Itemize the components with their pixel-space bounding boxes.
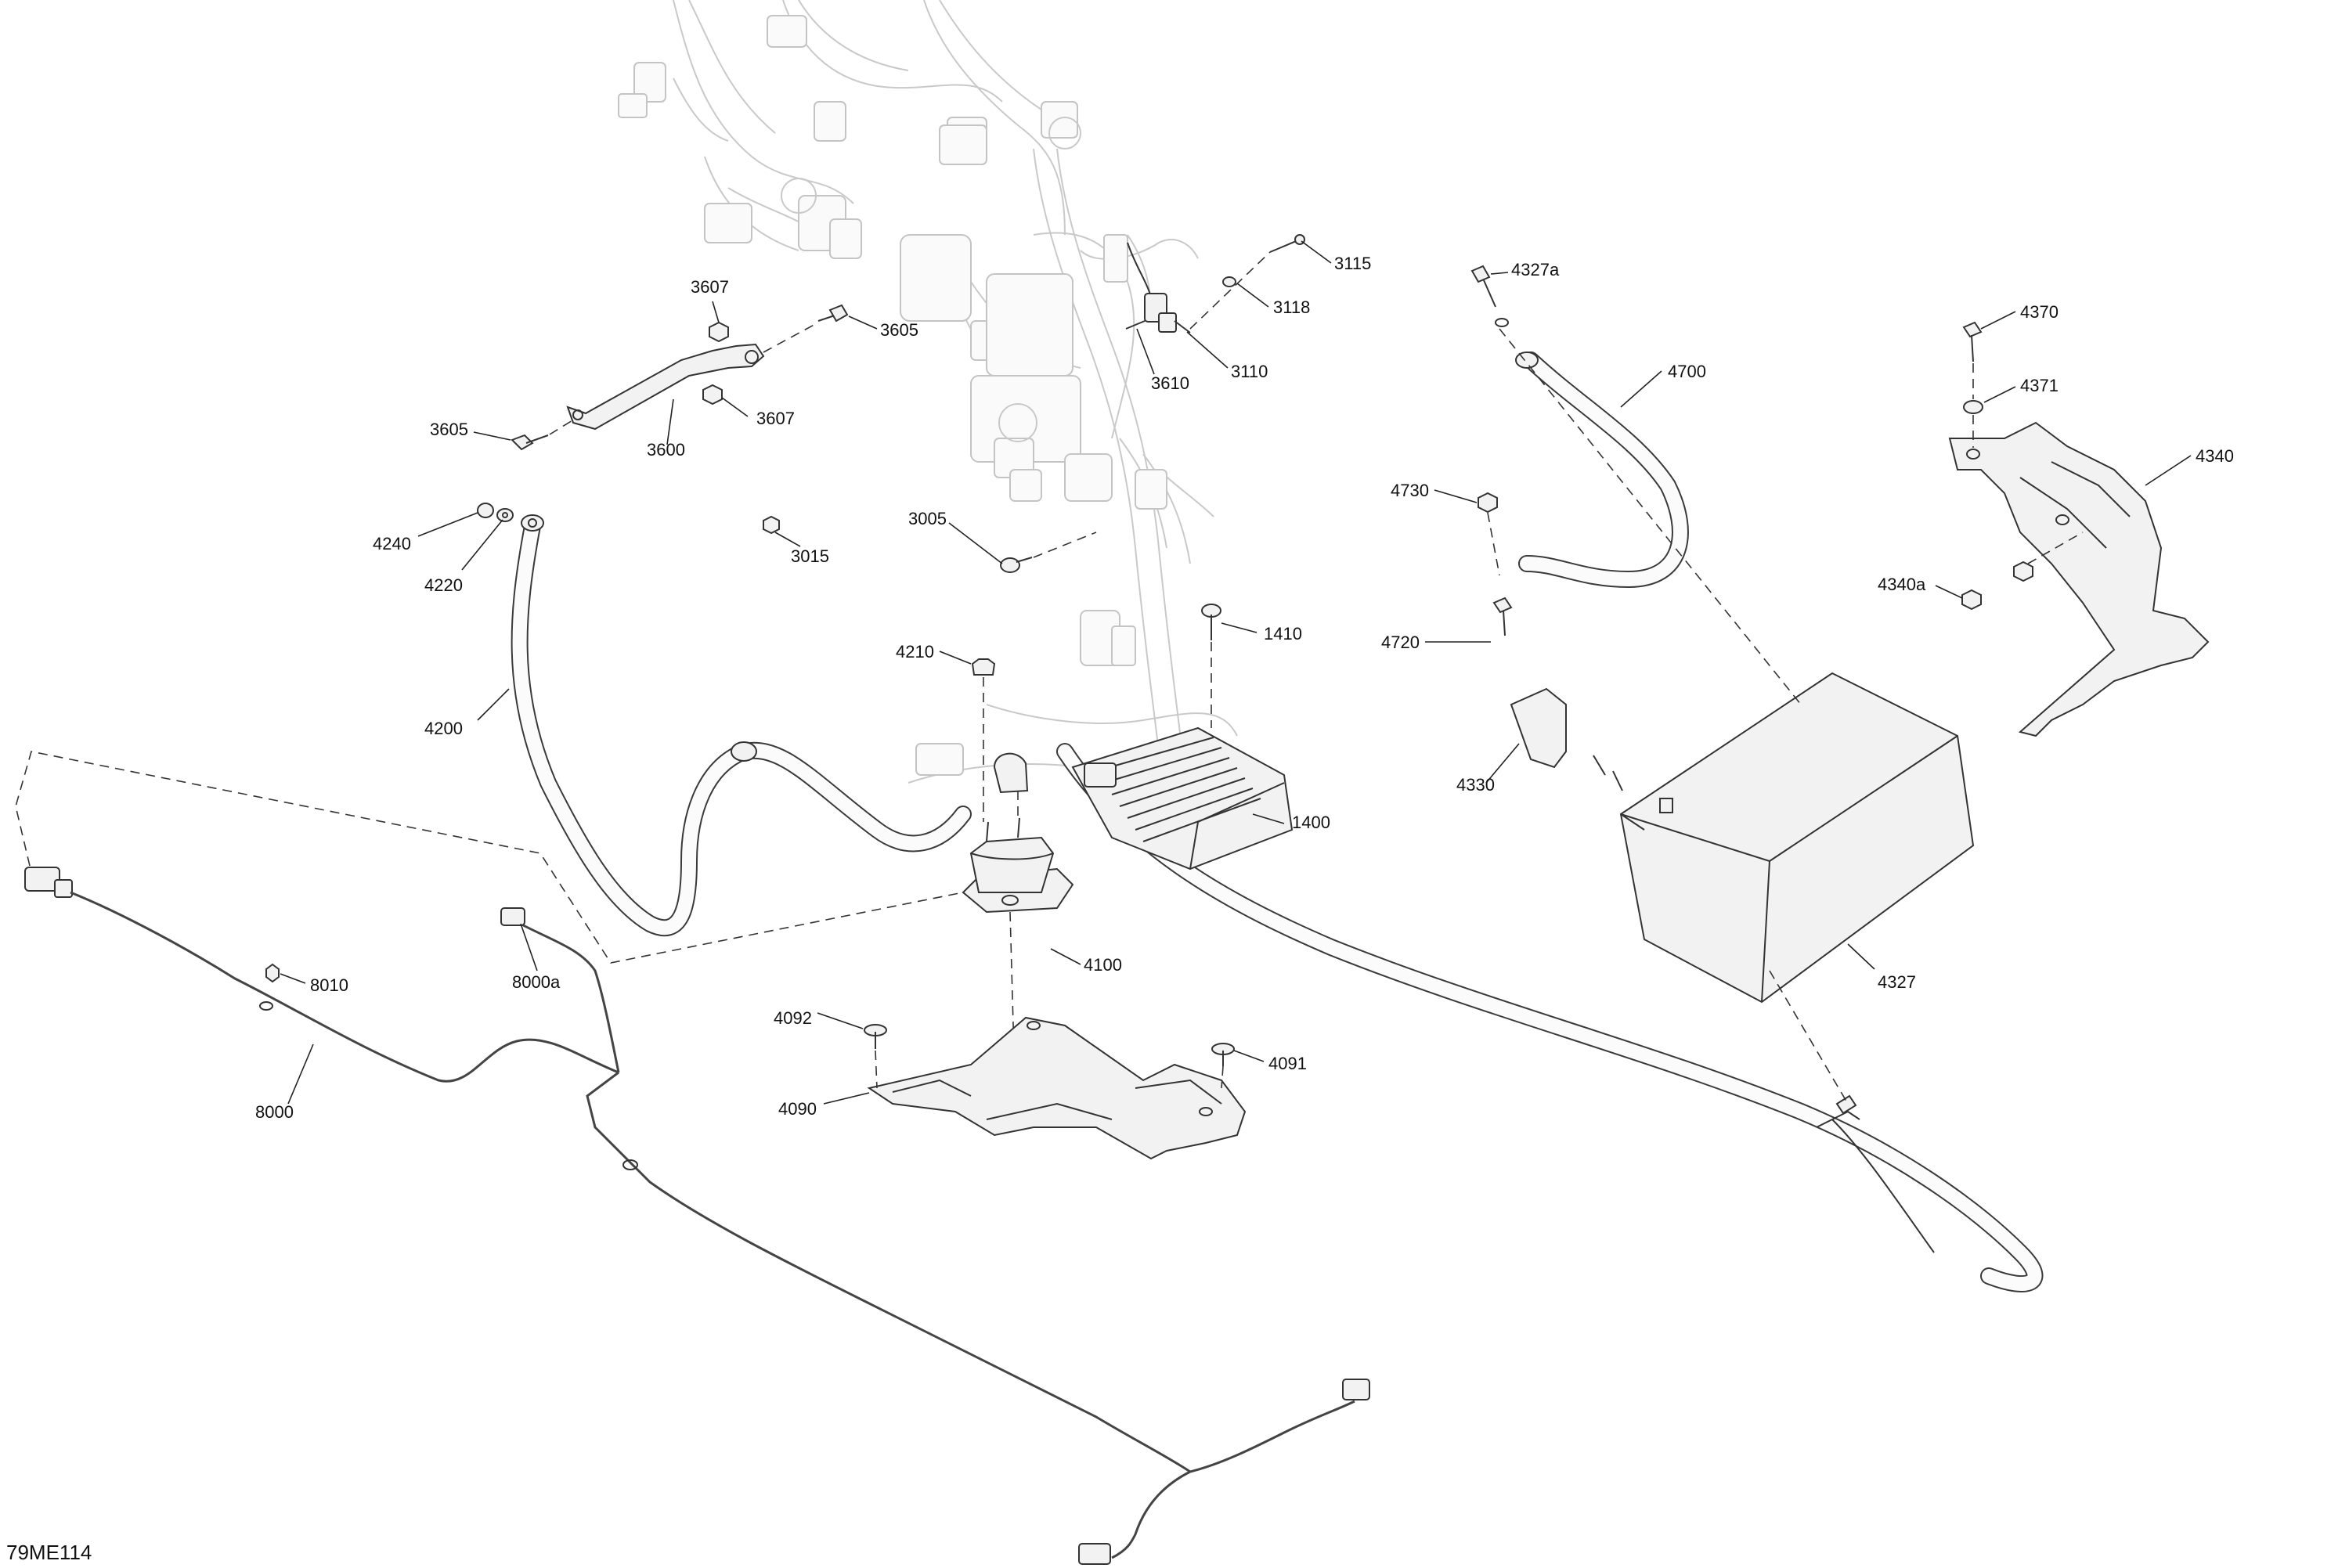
part-4090-tray xyxy=(867,1016,1247,1160)
part-3605-bolt-upper xyxy=(817,304,849,323)
callout-3605-lower: 3605 xyxy=(430,420,468,439)
background-wiring-harness xyxy=(618,0,1238,784)
assembly-line-4091 xyxy=(1221,1065,1224,1089)
callout-3610: 3610 xyxy=(1151,373,1189,393)
part-4340-bracket xyxy=(1948,421,2210,737)
assembly-line-4327 xyxy=(1769,970,1849,1105)
part-3607-nut-upper xyxy=(709,321,729,343)
callout-3015: 3015 xyxy=(791,546,829,566)
part-1410-screw xyxy=(1201,604,1221,640)
part-4327-battery xyxy=(1619,672,1975,1004)
callout-3005: 3005 xyxy=(908,509,947,528)
assembly-line-8000 xyxy=(15,751,964,964)
callout-3118: 3118 xyxy=(1273,297,1310,317)
callout-4330: 4330 xyxy=(1456,775,1495,795)
part-3600-bracket xyxy=(566,343,765,431)
assembly-line-3005 xyxy=(1033,532,1097,558)
callout-4200: 4200 xyxy=(424,719,463,738)
part-4091-fastener xyxy=(1211,1043,1235,1066)
part-4210-cap xyxy=(971,658,996,676)
part-4370-screw xyxy=(1962,321,1983,362)
part-3118-washer xyxy=(1222,276,1236,287)
part-8010-clip xyxy=(265,963,280,983)
callout-8000a: 8000a xyxy=(512,972,561,992)
callout-4700: 4700 xyxy=(1668,362,1706,381)
leader-lines xyxy=(280,240,2192,1105)
main-wiring-harness xyxy=(1056,743,2044,1292)
callout-4340: 4340 xyxy=(2196,446,2234,466)
assembly-line-4092 xyxy=(875,1050,878,1089)
callout-8000: 8000 xyxy=(255,1102,294,1122)
part-3610-screw xyxy=(1125,320,1146,330)
part-4340a-nut-left xyxy=(1961,589,1982,611)
part-4330-terminal-cover xyxy=(1510,687,1567,769)
callout-4327a: 4327a xyxy=(1511,260,1560,279)
callout-3115: 3115 xyxy=(1334,254,1371,273)
callout-3605-upper: 3605 xyxy=(880,320,918,340)
part-3015-nut xyxy=(763,515,780,535)
part-3110-sensor xyxy=(1127,242,1191,333)
callout-3600: 3600 xyxy=(647,440,685,460)
part-3005-clip xyxy=(1000,557,1033,573)
callout-4327: 4327 xyxy=(1878,972,1916,992)
callout-1400: 1400 xyxy=(1292,813,1330,832)
battery-screws xyxy=(1593,755,1623,791)
callout-4092: 4092 xyxy=(774,1008,812,1028)
callout-3607-lower: 3607 xyxy=(756,409,795,428)
part-4240-nut xyxy=(477,503,494,518)
callout-4730: 4730 xyxy=(1391,481,1429,500)
callout-4340a: 4340a xyxy=(1878,575,1926,594)
callout-4090: 4090 xyxy=(778,1099,817,1119)
callout-3110: 3110 xyxy=(1231,362,1268,381)
assembly-line-4327a xyxy=(1499,328,1802,705)
assembly-line-3605-upper xyxy=(763,322,819,353)
part-3607-nut-lower xyxy=(702,384,723,406)
part-4200-cable xyxy=(511,514,972,937)
part-4340a-nut-right xyxy=(2013,561,2033,582)
part-8000-harness xyxy=(24,867,1370,1565)
assembly-line-3115 xyxy=(1189,251,1271,330)
part-4371-washer xyxy=(1963,400,1983,414)
assembly-line-4100-base xyxy=(1009,911,1016,1081)
part-3115-screw xyxy=(1269,234,1305,253)
part-3605-bolt-lower xyxy=(511,434,549,451)
callout-4720: 4720 xyxy=(1381,633,1420,652)
assembly-line-4340a xyxy=(2027,532,2084,564)
part-4700-battery-cable xyxy=(1515,351,1689,588)
part-4730-nut xyxy=(1478,492,1498,514)
callout-4240: 4240 xyxy=(373,534,411,553)
part-4100-solenoid xyxy=(962,752,1074,914)
part-1400-voltage-regulator xyxy=(1071,726,1294,871)
callout-4370: 4370 xyxy=(2020,302,2059,322)
callout-1410: 1410 xyxy=(1264,624,1302,643)
figure-id: 79ME114 xyxy=(6,1541,92,1564)
assembly-line-4730 xyxy=(1487,512,1500,576)
callout-4371: 4371 xyxy=(2020,376,2059,395)
callout-4220: 4220 xyxy=(424,575,463,595)
callout-4210: 4210 xyxy=(896,642,934,661)
part-4220-washer xyxy=(496,508,514,522)
part-4092-fastener xyxy=(864,1024,887,1049)
assembly-line-3605 xyxy=(549,417,577,435)
callout-8010: 8010 xyxy=(310,975,348,995)
part-4720-screw xyxy=(1492,597,1513,636)
callout-4091: 4091 xyxy=(1268,1054,1307,1073)
callout-labels: 3115 3118 3110 3610 3607 3605 3605 3607 … xyxy=(255,254,2234,1122)
callout-4100: 4100 xyxy=(1084,955,1122,975)
callout-3607-upper: 3607 xyxy=(691,277,729,297)
